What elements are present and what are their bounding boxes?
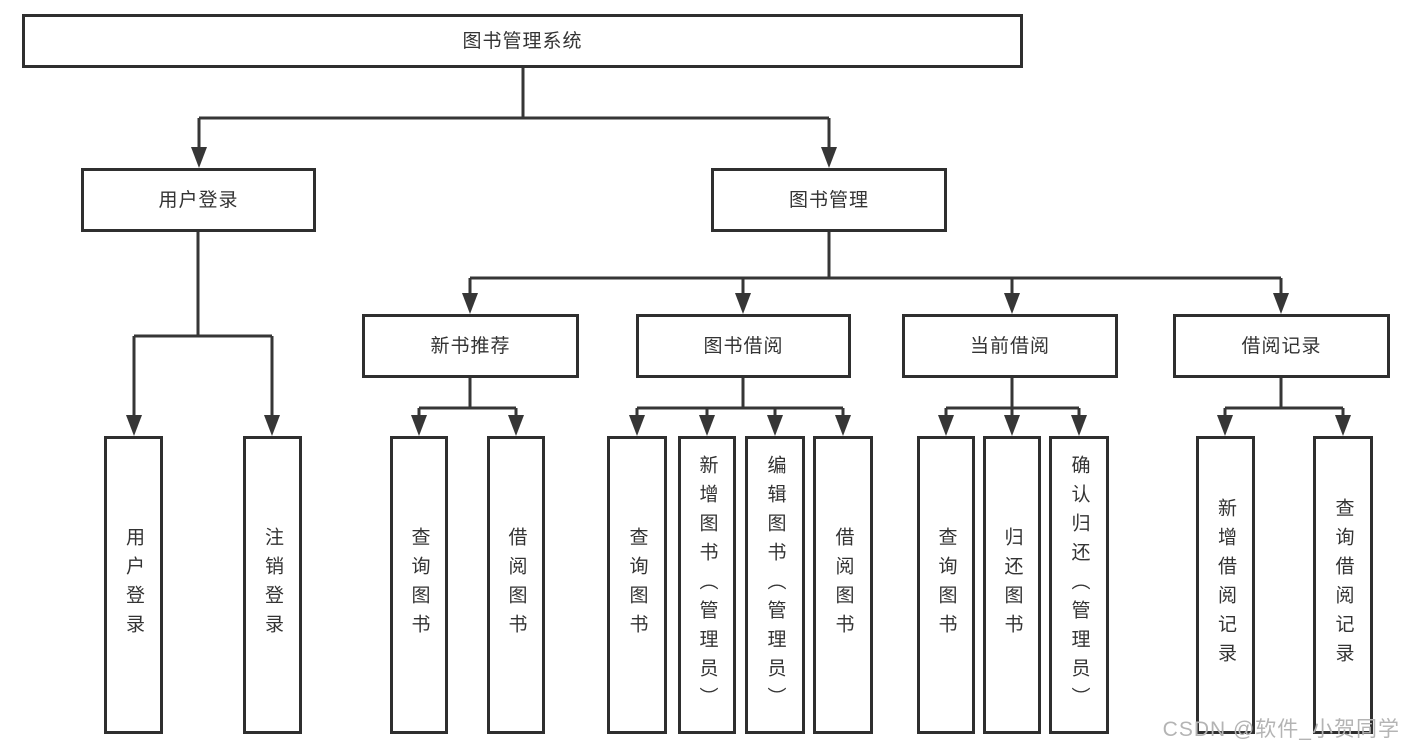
edge-book-borrow-split xyxy=(635,378,845,420)
node-root: 图书管理系统 xyxy=(22,14,1023,68)
edge-new-book-split xyxy=(417,378,518,420)
edge-user-login-split xyxy=(132,232,274,418)
leaf-edit-books-admin: 编辑图书（管理员） xyxy=(745,436,805,734)
edge-book-mgmt-split xyxy=(468,232,1283,296)
edge-current-borrow-split xyxy=(944,378,1081,420)
node-new-book-recommend: 新书推荐 xyxy=(362,314,579,378)
leaf-add-books-admin: 新增图书（管理员） xyxy=(678,436,736,734)
leaf-logout: 注销登录 xyxy=(243,436,302,734)
arrow-down-icon xyxy=(821,147,837,168)
arrow-down-icon xyxy=(508,415,524,436)
leaf-borrow-books-recommend: 借阅图书 xyxy=(487,436,545,734)
leaf-add-borrow-record: 新增借阅记录 xyxy=(1196,436,1255,734)
node-current-borrow: 当前借阅 xyxy=(902,314,1118,378)
arrow-down-icon xyxy=(629,415,645,436)
arrow-down-icon xyxy=(938,415,954,436)
arrow-down-icon xyxy=(1004,415,1020,436)
leaf-return-books: 归还图书 xyxy=(983,436,1041,734)
edge-borrow-records-split xyxy=(1223,378,1345,420)
leaf-query-books-borrow: 查询图书 xyxy=(607,436,667,734)
arrow-down-icon xyxy=(1335,415,1351,436)
arrow-down-icon xyxy=(1004,293,1020,314)
leaf-user-login: 用户登录 xyxy=(104,436,163,734)
node-book-management: 图书管理 xyxy=(711,168,947,232)
node-user-login: 用户登录 xyxy=(81,168,316,232)
arrow-down-icon xyxy=(767,415,783,436)
arrow-down-icon xyxy=(191,147,207,168)
leaf-query-borrow-record: 查询借阅记录 xyxy=(1313,436,1373,734)
node-book-borrow: 图书借阅 xyxy=(636,314,851,378)
leaf-confirm-return-admin: 确认归还（管理员） xyxy=(1049,436,1109,734)
edge-root-split xyxy=(197,68,831,150)
arrow-down-icon xyxy=(462,293,478,314)
arrow-down-icon xyxy=(699,415,715,436)
leaf-borrow-books: 借阅图书 xyxy=(813,436,873,734)
node-borrow-records: 借阅记录 xyxy=(1173,314,1390,378)
arrow-down-icon xyxy=(264,415,280,436)
arrow-down-icon xyxy=(1071,415,1087,436)
leaf-query-books-recommend: 查询图书 xyxy=(390,436,448,734)
leaf-query-books-current: 查询图书 xyxy=(917,436,975,734)
arrow-down-icon xyxy=(411,415,427,436)
arrow-down-icon xyxy=(126,415,142,436)
arrowheads xyxy=(126,147,1351,436)
arrow-down-icon xyxy=(735,293,751,314)
arrow-down-icon xyxy=(1217,415,1233,436)
arrow-down-icon xyxy=(1273,293,1289,314)
csdn-watermark: CSDN @软件_小贺同学 xyxy=(1162,718,1400,741)
arrow-down-icon xyxy=(835,415,851,436)
